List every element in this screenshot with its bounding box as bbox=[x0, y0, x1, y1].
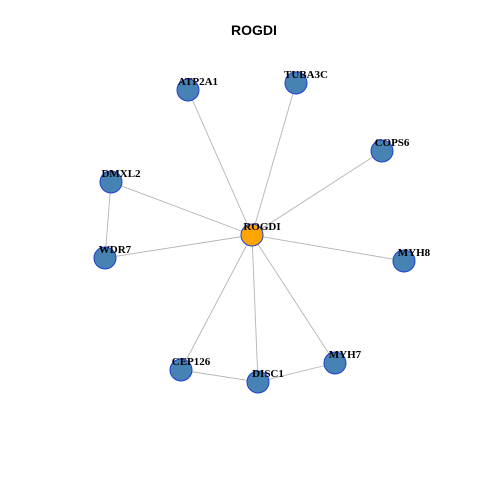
node-rogdi[interactable] bbox=[240, 223, 264, 247]
node-label-wdr7: WDR7 bbox=[99, 244, 132, 256]
node-label-cep126: CEP126 bbox=[172, 356, 211, 368]
edge-rogdi-cops6 bbox=[251, 150, 383, 236]
node-label-atp2a1: ATP2A1 bbox=[178, 76, 218, 88]
node-label-rogdi: ROGDI bbox=[243, 221, 280, 233]
graph-title: ROGDI bbox=[231, 22, 277, 38]
edge-disc1-myh7 bbox=[257, 362, 336, 383]
node-label-tuba3c: TUBA3C bbox=[284, 69, 328, 81]
nodes-layer bbox=[93, 71, 416, 394]
edge-rogdi-myh7 bbox=[251, 234, 336, 364]
node-label-dmxl2: DMXL2 bbox=[101, 168, 141, 180]
node-tuba3c[interactable] bbox=[284, 71, 308, 95]
node-label-cops6: COPS6 bbox=[375, 137, 410, 149]
edge-rogdi-wdr7 bbox=[104, 234, 253, 259]
node-wdr7[interactable] bbox=[93, 246, 117, 270]
node-atp2a1[interactable] bbox=[176, 78, 200, 102]
node-label-myh8: MYH8 bbox=[398, 247, 431, 259]
edge-rogdi-cep126 bbox=[180, 234, 253, 371]
edge-cep126-disc1 bbox=[180, 369, 259, 383]
node-dmxl2[interactable] bbox=[99, 170, 123, 194]
edge-dmxl2-wdr7 bbox=[104, 181, 112, 259]
edge-rogdi-tuba3c bbox=[251, 82, 297, 236]
node-cep126[interactable] bbox=[169, 358, 193, 382]
edge-rogdi-disc1 bbox=[251, 234, 259, 383]
edge-rogdi-dmxl2 bbox=[110, 181, 253, 236]
node-cops6[interactable] bbox=[370, 139, 394, 163]
edges-layer bbox=[104, 82, 405, 383]
node-label-myh7: MYH7 bbox=[329, 349, 362, 361]
node-myh7[interactable] bbox=[323, 351, 347, 375]
node-label-disc1: DISC1 bbox=[252, 368, 284, 380]
edge-rogdi-myh8 bbox=[251, 234, 405, 262]
edge-rogdi-atp2a1 bbox=[187, 89, 253, 236]
node-disc1[interactable] bbox=[246, 370, 270, 394]
node-myh8[interactable] bbox=[392, 249, 416, 273]
